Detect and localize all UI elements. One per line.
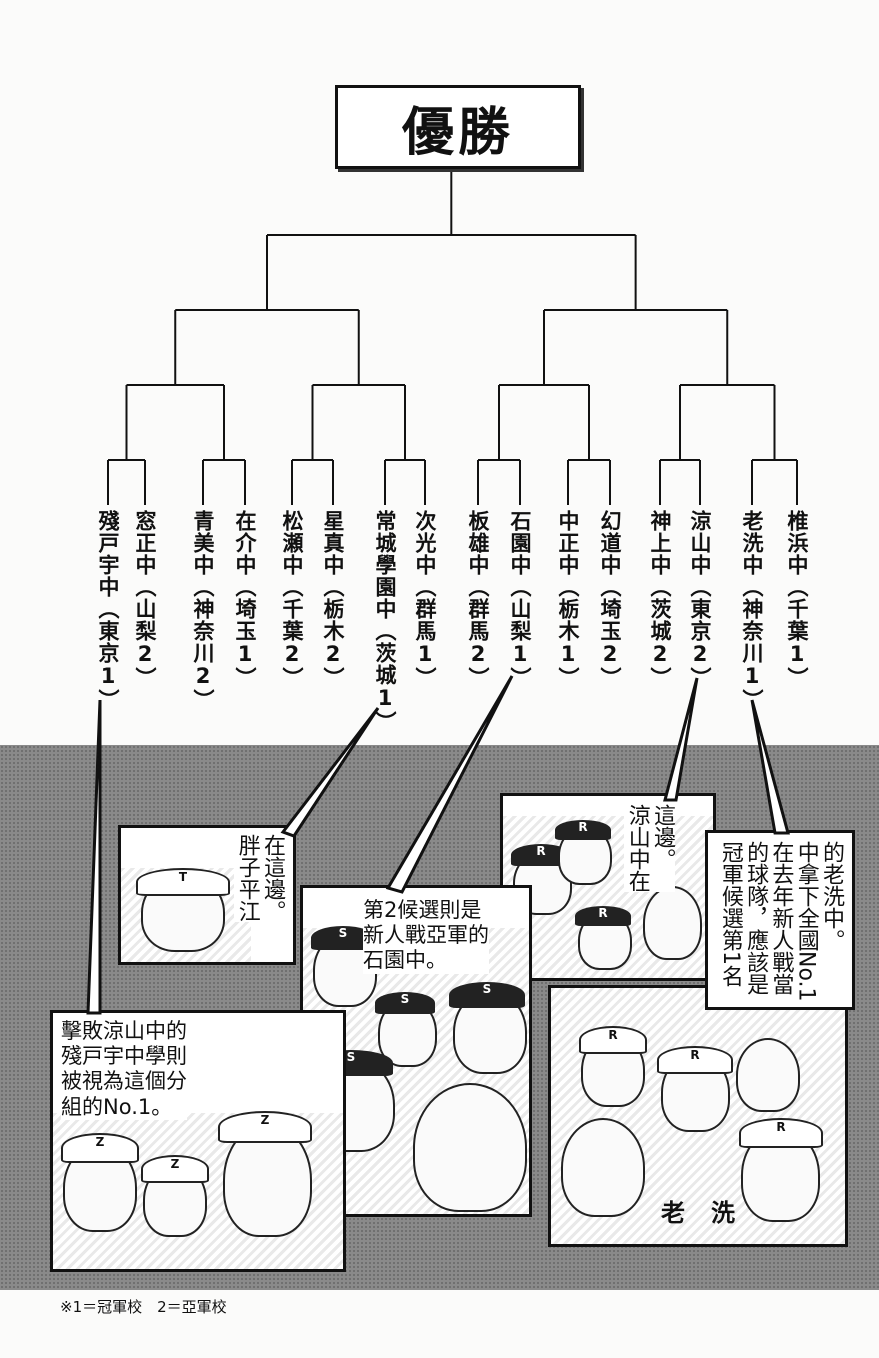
speech-bubble-ryozan: 這邊。 涼山中在 [624,804,675,892]
cap-icon: R [555,820,611,840]
cap-icon: R [575,906,631,926]
cap-icon: T [136,868,230,896]
speech-bubble-hirae: 在這邊。 胖子平江 [234,834,285,922]
school-entry: 星真中（栃木2） [321,510,345,689]
cap-icon: R [739,1118,823,1148]
school-entry: 青美中（神奈川2） [191,510,215,711]
school-entry: 神上中（茨城2） [648,510,672,689]
school-entry: 椎浜中（千葉1） [785,510,809,689]
school-entry: 涼山中（東京2） [688,510,712,689]
school-entry: 常城學園中（茨城1） [373,510,397,733]
cap-icon: R [511,844,571,866]
cap-icon: Z [141,1155,209,1183]
champion-title: 優勝 [401,101,514,163]
school-entry: 幻道中（埼玉2） [598,510,622,689]
cap-icon: Z [61,1133,139,1163]
school-entry: 板雄中（群馬2） [466,510,490,689]
cap-icon: R [657,1046,733,1074]
cap-icon: Z [218,1111,312,1143]
cap-icon: S [449,982,525,1008]
school-entry: 在介中（埼玉1） [233,510,257,689]
jersey-letter: 老 [661,1199,685,1227]
panel-ryozan: R R R 這邊。 涼山中在 [500,793,716,981]
panel-hirae: T 在這邊。 胖子平江 [118,825,296,965]
cap-icon: S [375,992,435,1014]
school-entry: 中正中（栃木1） [556,510,580,689]
speech-bubble-oarai: 的老洗中。 中拿下全國No.1 在去年新人戰當 的球隊，應該是 冠軍候選第1名 [717,841,844,1002]
panel-oarai: R R R 老 洗 [548,985,848,1247]
speech-bubble-zantou: 擊敗涼山中的 殘戸宇中學則 被視為這個分 組的No.1。 [61,1019,187,1120]
school-entry: 窓正中（山梨2） [133,510,157,689]
cap-icon: R [579,1026,647,1054]
champion-box: 優勝 [335,85,581,169]
jersey-letter: 洗 [711,1199,735,1227]
legend-footnote: ※1＝冠軍校 2＝亞軍校 [60,1298,227,1316]
school-entry: 松瀬中（千葉2） [280,510,304,689]
speech-bubble-ishizono: 第2候選則是 新人戰亞軍的 石園中。 [363,898,489,974]
school-entry: 老洗中（神奈川1） [740,510,764,711]
school-entry: 殘戸宇中（東京1） [96,510,120,711]
panel-ishizono: S S S S 第2候選則是 新人戰亞軍的 石園中。 [300,885,532,1217]
school-entry: 石園中（山梨1） [508,510,532,689]
tournament-bracket [107,170,798,505]
panel-oarai-bubble: 的老洗中。 中拿下全國No.1 在去年新人戰當 的球隊，應該是 冠軍候選第1名 [705,830,855,1010]
school-entry: 次光中（群馬1） [413,510,437,689]
panel-zantou: Z Z Z 擊敗涼山中的 殘戸宇中學則 被視為這個分 組的No.1。 [50,1010,346,1272]
